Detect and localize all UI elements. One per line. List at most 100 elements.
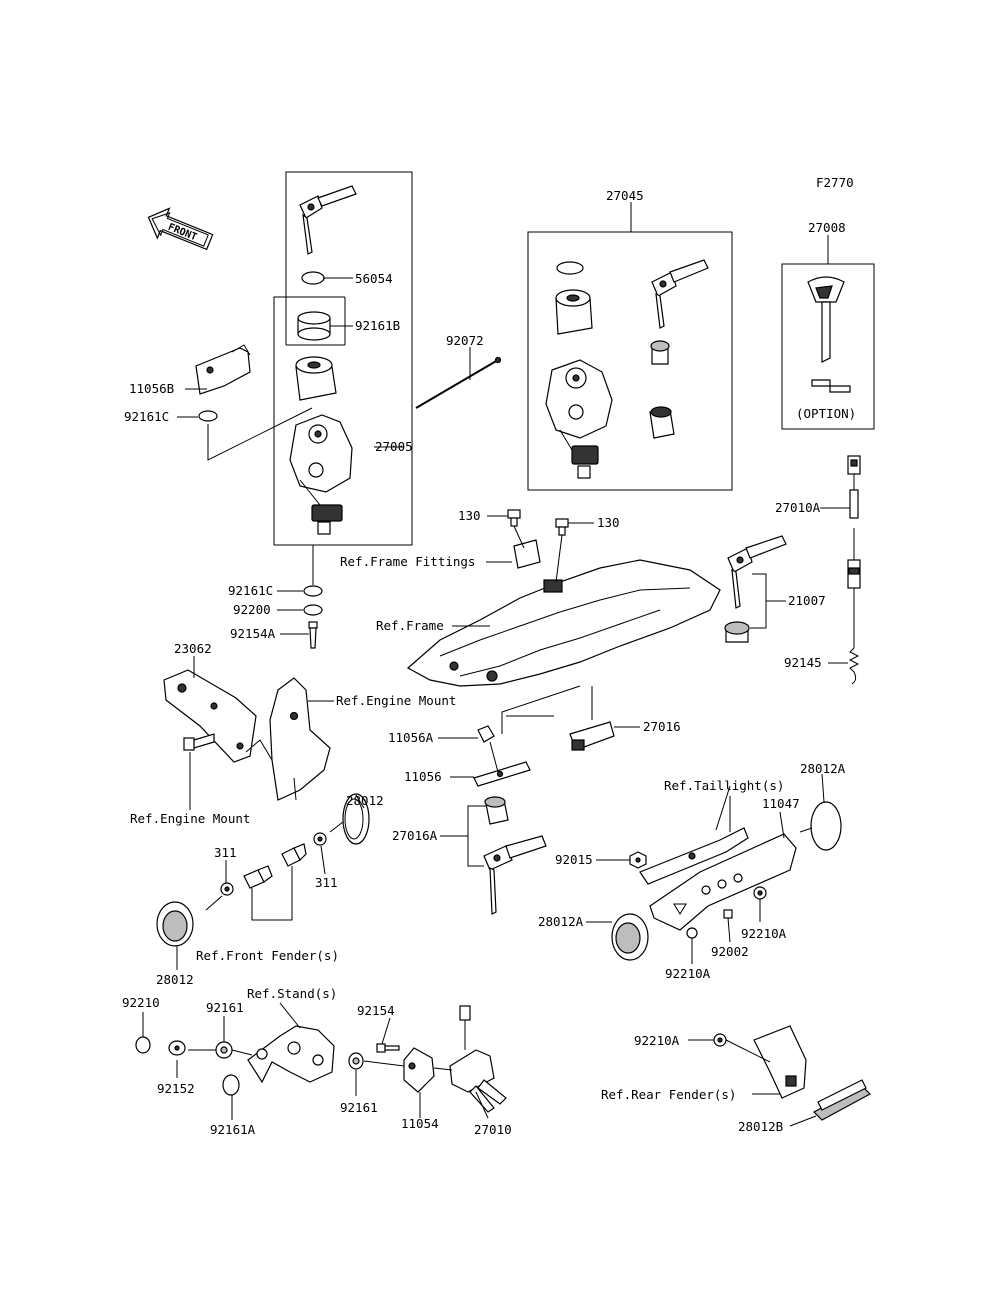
ref-engine-mount-lower: Ref.Engine Mount bbox=[130, 811, 250, 826]
bolt-23062-icon bbox=[183, 733, 215, 751]
ref-front-fender: Ref.Front Fender(s) bbox=[196, 948, 339, 963]
washer-92161-icon bbox=[348, 1052, 364, 1070]
spacer-left-icon bbox=[243, 865, 273, 889]
group-box-27005 bbox=[273, 171, 413, 546]
lock-cylinder-27045-icon bbox=[650, 340, 670, 365]
bracket-23062-icon bbox=[163, 669, 257, 763]
nut-311-right-icon bbox=[313, 832, 327, 846]
label-92161C: 92161C bbox=[124, 409, 169, 424]
washer-92161C-lower-icon bbox=[303, 585, 323, 597]
label-28012B: 28012B bbox=[738, 1119, 783, 1134]
front-arrow-icon: FRONT bbox=[147, 207, 214, 251]
lock-cylinder-27016A-icon bbox=[484, 796, 509, 825]
label-28012-upper: 28012 bbox=[346, 793, 384, 808]
ref-frame: Ref.Frame bbox=[376, 618, 444, 633]
option-label: (OPTION) bbox=[796, 406, 856, 421]
label-27010: 27010 bbox=[474, 1122, 512, 1137]
label-92210A-rear: 92210A bbox=[634, 1033, 680, 1048]
reflector-28012A-right-icon bbox=[799, 801, 842, 851]
ref-taillight: Ref.Taillight(s) bbox=[664, 778, 784, 793]
cap-92210-icon bbox=[135, 1036, 151, 1054]
label-92161A: 92161A bbox=[210, 1122, 256, 1137]
bracket-11056-icon bbox=[473, 761, 531, 787]
frame-icon bbox=[406, 539, 721, 687]
label-92161C-lower: 92161C bbox=[228, 583, 273, 598]
label-23062: 23062 bbox=[174, 641, 212, 656]
washer-92200-icon bbox=[303, 604, 323, 616]
label-27016A: 27016A bbox=[392, 828, 438, 843]
ref-rear-fender: Ref.Rear Fender(s) bbox=[601, 1087, 736, 1102]
cap-92161B-icon bbox=[297, 311, 331, 341]
label-92200: 92200 bbox=[233, 602, 271, 617]
switch-27016-icon bbox=[569, 721, 615, 751]
bracket-taillight-icon bbox=[639, 827, 749, 885]
label-92161B: 92161B bbox=[355, 318, 400, 333]
label-92002: 92002 bbox=[711, 944, 749, 959]
nut-311-icon bbox=[220, 882, 234, 896]
reflector-28012-front-icon bbox=[156, 901, 194, 947]
label-27016: 27016 bbox=[643, 719, 681, 734]
label-28012A-upper: 28012A bbox=[800, 761, 846, 776]
label-92161-lower: 92161 bbox=[340, 1100, 378, 1115]
label-28012-lower: 28012 bbox=[156, 972, 194, 987]
nut-92015-icon bbox=[629, 851, 647, 869]
label-56054: 56054 bbox=[355, 271, 393, 286]
engine-mount-icon bbox=[245, 677, 331, 801]
label-11054: 11054 bbox=[401, 1116, 439, 1131]
washer-56054-icon bbox=[301, 271, 325, 285]
bolt-92002-icon bbox=[723, 909, 733, 919]
bolt-92154A-icon bbox=[308, 621, 318, 649]
label-92145: 92145 bbox=[784, 655, 822, 670]
label-27045: 27045 bbox=[606, 188, 644, 203]
switch-11054-icon bbox=[403, 1047, 435, 1093]
lock-27045-icon bbox=[649, 406, 675, 439]
reflector-28012B-icon bbox=[813, 1079, 871, 1121]
label-92161-upper: 92161 bbox=[206, 1000, 244, 1015]
label-92210A-lower: 92210A bbox=[665, 966, 711, 981]
ref-stand: Ref.Stand(s) bbox=[247, 986, 337, 1001]
label-92154A: 92154A bbox=[230, 626, 276, 641]
rear-fender-bracket-icon bbox=[753, 1025, 807, 1099]
option-key-27008-icon bbox=[807, 276, 845, 363]
washer-92152-icon bbox=[168, 1040, 186, 1056]
bolt-130-right-icon bbox=[555, 518, 569, 536]
bracket-11056B-icon bbox=[195, 344, 251, 395]
label-92072: 92072 bbox=[446, 333, 484, 348]
ignition-switch-27045-icon bbox=[545, 359, 613, 479]
key-27045-icon bbox=[651, 259, 709, 329]
stand-bracket-icon bbox=[247, 1025, 335, 1084]
nut-92210A-icon bbox=[753, 886, 767, 900]
nut-92210A-rear-icon bbox=[713, 1033, 727, 1047]
label-11056B: 11056B bbox=[129, 381, 174, 396]
label-311-left: 311 bbox=[214, 845, 237, 860]
cover-27045-icon bbox=[555, 289, 593, 335]
bracket-11047-icon bbox=[649, 833, 797, 931]
key-icon bbox=[299, 185, 357, 255]
label-92152: 92152 bbox=[157, 1081, 195, 1096]
ignition-switch-27005-icon bbox=[289, 414, 353, 535]
label-27010A: 27010A bbox=[775, 500, 821, 515]
label-11056: 11056 bbox=[404, 769, 442, 784]
label-92210: 92210 bbox=[122, 995, 160, 1010]
figure-code: F2770 bbox=[816, 175, 854, 190]
cable-tie-92072-icon bbox=[415, 359, 499, 409]
label-92154: 92154 bbox=[357, 1003, 395, 1018]
sensor-27010A-icon bbox=[847, 455, 861, 589]
label-11047: 11047 bbox=[762, 796, 800, 811]
label-27005: 27005 bbox=[375, 439, 413, 454]
label-130-left: 130 bbox=[458, 508, 481, 523]
ref-engine-mount-upper: Ref.Engine Mount bbox=[336, 693, 456, 708]
group-box-27045 bbox=[527, 231, 733, 491]
label-130-right: 130 bbox=[597, 515, 620, 530]
ref-frame-fittings: Ref.Frame Fittings bbox=[340, 554, 475, 569]
label-28012A-lower: 28012A bbox=[538, 914, 584, 929]
label-311-right: 311 bbox=[315, 875, 338, 890]
label-11056A: 11056A bbox=[388, 730, 434, 745]
label-92015: 92015 bbox=[555, 852, 593, 867]
spring-92145-icon bbox=[848, 647, 860, 685]
label-27008: 27008 bbox=[808, 220, 846, 235]
bracket-11056A-icon bbox=[477, 725, 495, 743]
key-27016A-icon bbox=[483, 835, 547, 915]
spacer-right-icon bbox=[281, 843, 307, 867]
